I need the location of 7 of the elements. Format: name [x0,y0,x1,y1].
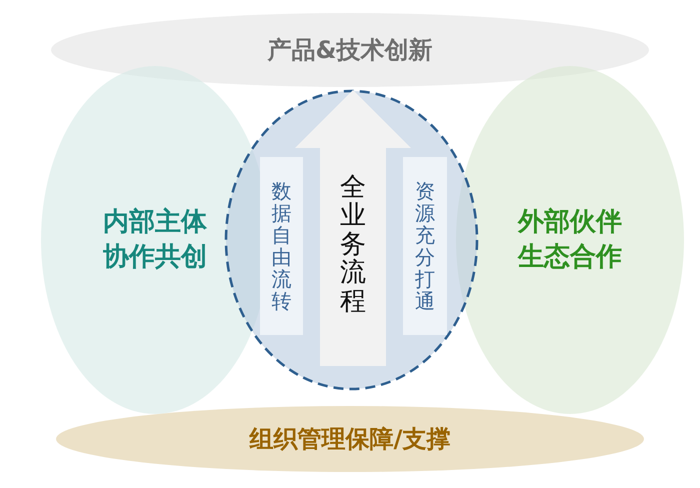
node-label: 产品&技术创新 [266,35,434,66]
vertical-label: 数据自由流转 [272,180,292,312]
node-label: 组织管理保障/支撑 [248,424,452,455]
vertical-label: 资源充分打通 [415,180,435,312]
node-label: 内部主体协作共创 [102,206,208,274]
node-label: 外部伙伴生态合作 [516,206,623,274]
vertical-label: 全业务流程 [340,173,366,316]
